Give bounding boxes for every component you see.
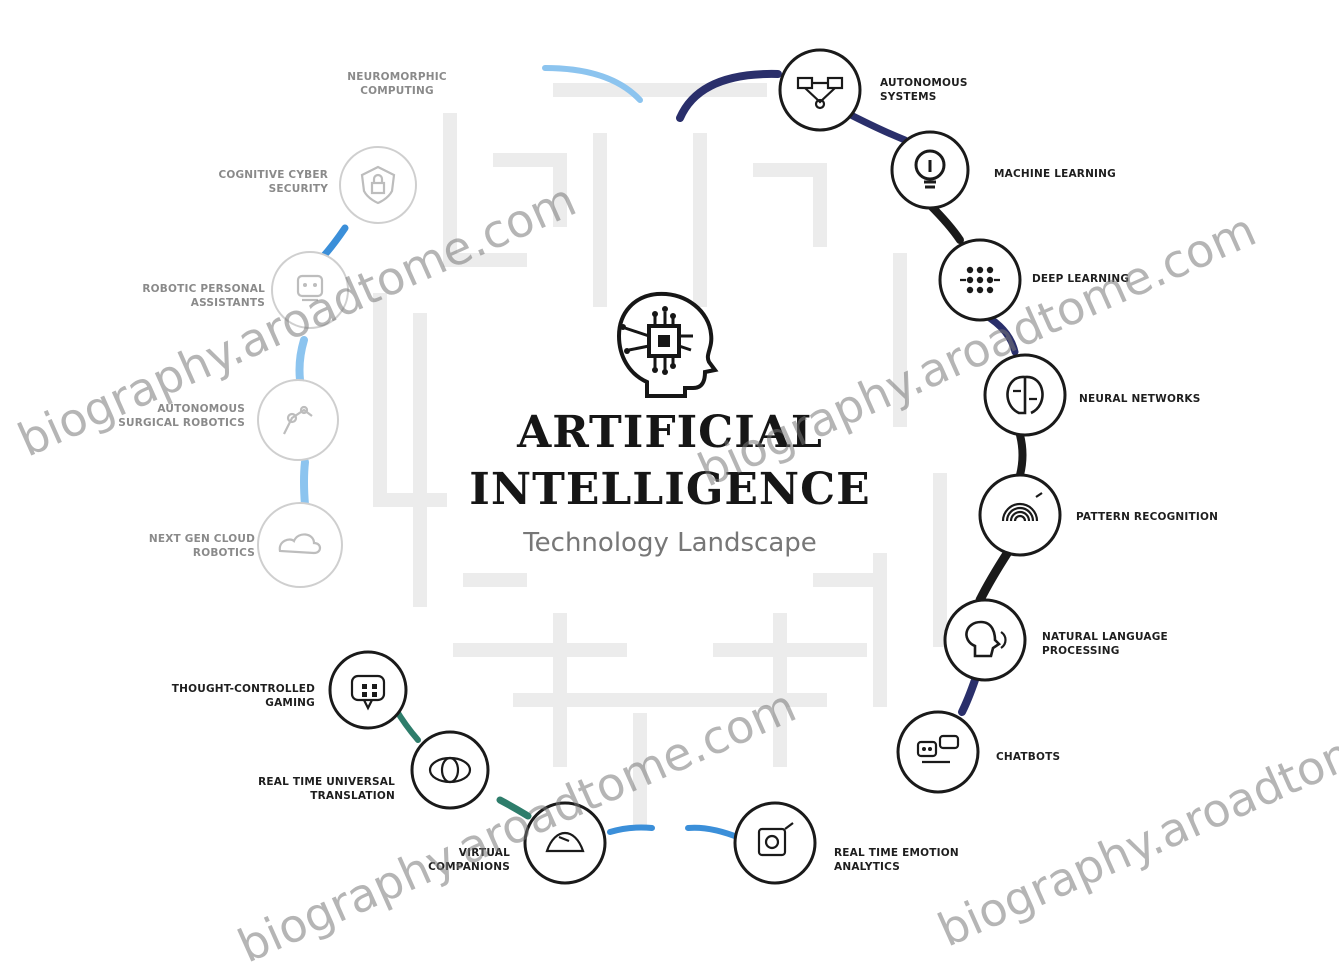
ring-arc: [841, 108, 909, 144]
label-autonomous-surgical-robotics: AUTONOMOUS SURGICAL ROBOTICS: [118, 403, 245, 429]
label-autonomous-systems: AUTONOMOUS SYSTEMS: [880, 77, 968, 103]
node-chatbots: [896, 710, 980, 794]
node-circle: [257, 502, 343, 588]
ai-landscape-diagram: [257, 48, 1067, 885]
ring-arc: [685, 824, 743, 841]
ring-arc: [607, 824, 655, 835]
ring-arc: [542, 65, 643, 103]
title-artificial: ARTIFICIAL: [517, 407, 823, 458]
label-neuromorphic-computing: NEUROMORPHIC COMPUTING: [347, 71, 447, 97]
subtitle: Technology Landscape: [523, 528, 817, 558]
maze-line: [443, 113, 527, 267]
label-deep-learning: DEEP LEARNING: [1032, 273, 1130, 285]
node-circle: [271, 251, 349, 329]
fingerprint-icon: [1001, 492, 1043, 522]
shield-lock-icon: [360, 165, 396, 205]
node-virtual-companions: [523, 801, 607, 885]
node-circle: [257, 379, 339, 461]
node-natural-language-processing: [943, 598, 1027, 682]
node-robotic-personal-assistants: [271, 251, 349, 329]
node-circle: [733, 801, 817, 885]
ring-arc: [295, 336, 308, 384]
translation-icon: [428, 756, 472, 784]
maze-line: [493, 153, 567, 227]
network-nodes-icon: [796, 76, 844, 110]
companion-icon: [545, 832, 585, 853]
node-circle: [523, 801, 607, 885]
node-real-time-emotion-analytics: [733, 801, 817, 885]
robot-assistant-icon: [296, 274, 324, 302]
gamepad-icon: [350, 674, 386, 711]
ring-arc: [300, 458, 309, 509]
node-thought-controlled-gaming: [328, 650, 408, 730]
node-pattern-recognition: [978, 473, 1062, 557]
node-circle: [943, 598, 1027, 682]
brain-icon: [1006, 375, 1044, 415]
ai-head-icon: [616, 291, 719, 398]
ring-arc: [496, 796, 532, 820]
ring-arc: [981, 311, 1019, 356]
label-neural-networks: NEURAL NETWORKS: [1079, 393, 1201, 405]
node-neural-networks: [983, 353, 1067, 437]
node-circle: [778, 48, 862, 132]
cloud-icon: [278, 533, 322, 555]
label-chatbots: CHATBOTS: [996, 751, 1061, 763]
dot-grid-icon: [960, 266, 1000, 294]
label-natural-language-processing: NATURAL LANGUAGE PROCESSING: [1042, 631, 1168, 657]
node-autonomous-systems: [778, 48, 862, 132]
ring-arc: [975, 547, 1013, 605]
ring-arc: [676, 69, 782, 122]
node-deep-learning: [938, 238, 1022, 322]
maze-line: [753, 163, 827, 247]
chatbot-icon: [916, 734, 960, 764]
label-real-time-universal-translation: REAL TIME UNIVERSAL TRANSLATION: [258, 776, 395, 802]
ring-arc: [1016, 431, 1027, 479]
label-robotic-personal-assistants: ROBOTIC PERSONAL ASSISTANTS: [142, 283, 265, 309]
node-next-gen-cloud-robotics: [257, 502, 343, 588]
node-cognitive-cyber-security: [339, 146, 417, 224]
node-real-time-universal-translation: [410, 730, 490, 810]
ring-arc: [926, 201, 964, 244]
emotion-icon: [757, 822, 794, 857]
label-cognitive-cyber-security: COGNITIVE CYBER SECURITY: [218, 169, 328, 195]
maze-line: [373, 293, 447, 507]
label-machine-learning: MACHINE LEARNING: [994, 168, 1116, 180]
label-pattern-recognition: PATTERN RECOGNITION: [1076, 511, 1219, 523]
technology-nodes: [257, 48, 1067, 885]
title-intelligence: INTELLIGENCE: [469, 464, 871, 515]
lightbulb-icon: [914, 149, 946, 189]
node-circle: [410, 730, 490, 810]
label-real-time-emotion-analytics: REAL TIME EMOTION ANALYTICS: [834, 847, 959, 873]
ring-arc: [958, 676, 979, 716]
label-thought-controlled-gaming: THOUGHT-CONTROLLED GAMING: [171, 683, 315, 709]
label-virtual-companions: VIRTUAL COMPANIONS: [428, 847, 510, 873]
node-machine-learning: [890, 130, 970, 210]
surgical-robot-icon: [283, 405, 313, 435]
node-circle: [328, 650, 408, 730]
maze-background: [373, 83, 947, 827]
speech-head-icon: [965, 620, 1007, 658]
node-circle: [896, 710, 980, 794]
node-circle: [339, 146, 417, 224]
node-autonomous-surgical-robotics: [257, 379, 339, 461]
label-next-gen-cloud-robotics: NEXT GEN CLOUD ROBOTICS: [148, 533, 255, 559]
